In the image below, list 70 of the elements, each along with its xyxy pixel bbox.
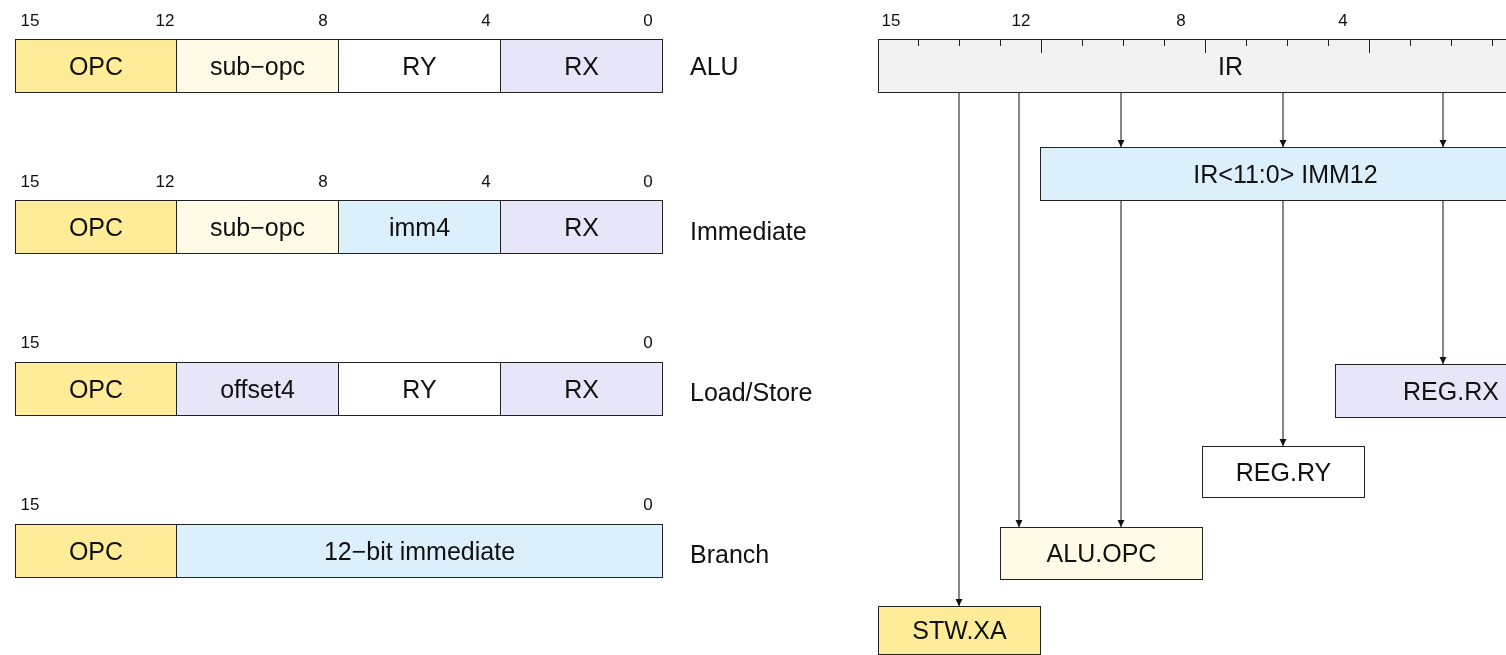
bit-number: 15 (20, 11, 40, 29)
format-name: Load/Store (690, 379, 813, 405)
field-label: offset4 (220, 374, 295, 404)
opcode-field (15, 200, 177, 254)
arrow (1279, 200, 1287, 447)
instruction-field (338, 39, 501, 93)
field-label: STW.XA (912, 616, 1007, 645)
bit-number: 15 (20, 495, 40, 513)
instruction-field (500, 39, 663, 93)
arrow (1117, 200, 1125, 528)
field-label: RX (564, 51, 599, 81)
register-box (1000, 527, 1203, 580)
bit-number: 0 (643, 495, 653, 513)
bit-number: 8 (1176, 11, 1186, 29)
instruction-field (176, 362, 339, 416)
register-box (878, 606, 1041, 655)
field-label: REG.RX (1403, 376, 1499, 406)
instruction-field (176, 39, 339, 93)
register-box (1202, 446, 1365, 498)
field-label: IR (1218, 51, 1243, 81)
bit-number: 4 (481, 172, 491, 190)
register-box (1040, 147, 1506, 201)
bit-number: 15 (881, 11, 901, 29)
field-label: ALU.OPC (1046, 539, 1157, 568)
instruction-field (176, 524, 663, 578)
instruction-field (500, 362, 663, 416)
instruction-field (338, 362, 501, 416)
field-label: IR<11:0> IMM12 (1193, 159, 1378, 189)
bit-number: 15 (20, 333, 40, 351)
bit-number: 0 (643, 11, 653, 29)
field-label: OPC (68, 212, 124, 242)
opcode-field (15, 39, 177, 93)
arrow (955, 92, 963, 607)
register-box (1335, 364, 1506, 418)
instruction-field (500, 200, 663, 254)
bit-number: 8 (318, 11, 328, 29)
field-label: sub−opc (209, 212, 306, 242)
bit-number: 15 (20, 172, 40, 190)
field-label: sub−opc (209, 51, 306, 81)
field-label: RX (564, 374, 599, 404)
bit-number: 12 (1011, 11, 1031, 29)
field-label: OPC (68, 51, 124, 81)
bit-number: 12 (155, 172, 175, 190)
field-label: 12−bit immediate (323, 536, 516, 566)
field-label: RY (402, 51, 437, 81)
bit-number: 0 (643, 333, 653, 351)
field-label: REG.RY (1235, 457, 1332, 487)
bit-number: 4 (1338, 11, 1348, 29)
bit-number: 4 (481, 11, 491, 29)
format-name: Branch (690, 541, 770, 567)
arrow (1117, 92, 1125, 148)
format-name: Immediate (690, 218, 807, 244)
field-label: imm4 (388, 212, 451, 242)
register-box (878, 39, 1506, 93)
bit-number: 0 (643, 172, 653, 190)
arrow (1015, 92, 1023, 528)
field-label: OPC (68, 536, 124, 566)
opcode-field (15, 362, 177, 416)
field-label: RX (564, 212, 599, 242)
arrow (1439, 200, 1447, 365)
instruction-field (338, 200, 501, 254)
opcode-field (15, 524, 177, 578)
bit-number: 8 (318, 172, 328, 190)
instruction-field (176, 200, 339, 254)
bit-number: 12 (155, 11, 175, 29)
field-label: OPC (68, 374, 124, 404)
arrow (1439, 92, 1447, 148)
format-name: ALU (690, 53, 739, 79)
arrow (1279, 92, 1287, 148)
field-label: RY (402, 374, 437, 404)
